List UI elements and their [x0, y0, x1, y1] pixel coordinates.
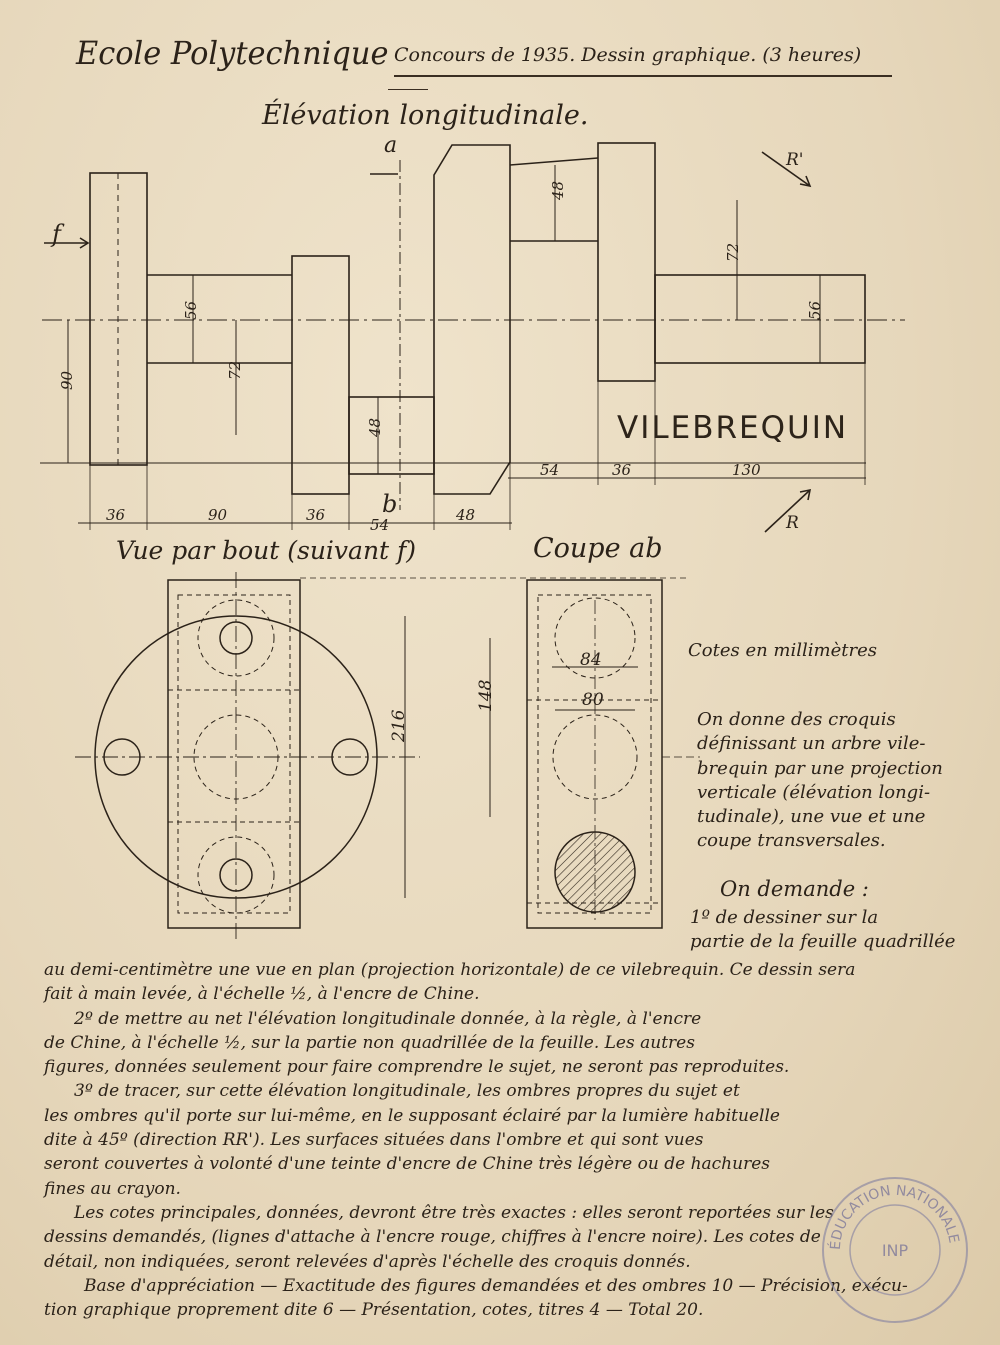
light-arrowhead-r: [799, 488, 812, 501]
body-line: Les cotes principales, données, devront …: [74, 1202, 834, 1223]
dim-90-bottom: 90: [208, 506, 228, 524]
library-stamp: ÉDUCATION NATIONALE INP: [822, 1177, 968, 1323]
journal-top: [509, 157, 599, 166]
mark-r-prime: R': [785, 150, 803, 170]
light-arrow-r: [764, 489, 811, 533]
dim-48-bottom: 48: [455, 506, 475, 524]
dim-130: 130: [732, 461, 761, 479]
body-line: fines au crayon.: [44, 1178, 181, 1199]
part-name: VILEBREQUIN: [617, 410, 849, 446]
elevation-view: [40, 142, 905, 533]
right-shaft: [654, 274, 866, 364]
body-line: de Chine, à l'échelle ½, sur la partie n…: [44, 1032, 695, 1053]
dim-48-mid: 48: [366, 418, 384, 438]
section-upper-circle: [554, 597, 636, 679]
section-hidden: [537, 594, 652, 914]
end-view-lower-pin: [197, 836, 275, 914]
intro-line: coupe transversales.: [697, 830, 886, 852]
dim-54-bottom: 54: [370, 516, 389, 534]
item1-line: 1º de dessiner sur la: [690, 907, 879, 928]
intro-line: On donne des croquis: [697, 709, 896, 730]
item1-line: partie de la feuille quadrillée: [690, 931, 956, 953]
body-line: seront couvertes à volonté d'une teinte …: [44, 1154, 770, 1175]
end-view-web: [167, 579, 301, 929]
dim-84: 84: [580, 650, 602, 670]
section-outline: [526, 579, 663, 929]
elevation-title: Élévation longitudinale.: [262, 100, 589, 131]
school-title: Ecole Polytechnique: [76, 34, 389, 72]
dim-54-right: 54: [540, 461, 559, 479]
mark-r: R: [785, 513, 799, 533]
body-line: 3º de tracer, sur cette élévation longit…: [74, 1081, 740, 1102]
title-divider: [388, 89, 428, 90]
dim-48-top: 48: [549, 181, 567, 201]
body-line: fait à main levée, à l'échelle ½, à l'en…: [44, 984, 480, 1005]
end-view-title: Vue par bout (suivant f): [116, 536, 417, 565]
dim-36-a: 36: [106, 506, 126, 524]
dim-80: 80: [582, 690, 604, 710]
right-collar: [597, 142, 656, 382]
body-line: les ombres qu'il porte sur lui-même, en …: [44, 1105, 780, 1126]
dim-216: 216: [389, 709, 409, 743]
body-line: détail, non indiquées, seront relevées d…: [44, 1251, 691, 1272]
section-dimensions: 148 84 80: [476, 650, 604, 712]
dim-72-left: 72: [226, 361, 244, 380]
contest-title: Concours de 1935. Dessin graphique. (3 h…: [394, 44, 862, 66]
section-mid-circle: [552, 714, 638, 800]
body-line: 2º de mettre au net l'élévation longitud…: [74, 1008, 702, 1029]
body-line: dessins demandés, (lignes d'attache à l'…: [44, 1227, 821, 1248]
body-line: tion graphique proprement dite 6 — Prése…: [44, 1300, 704, 1321]
crankpin: [348, 396, 435, 475]
intro-text: On donne des croquis définissant un arbr…: [697, 708, 943, 854]
light-arrow-r-prime: [761, 151, 811, 187]
body-line: Base d'appréciation — Exactitude des fig…: [84, 1275, 908, 1296]
body-line: au demi-centimètre une vue en plan (proj…: [44, 960, 856, 980]
dim-36-right: 36: [612, 461, 632, 479]
instructions-body: au demi-centimètre une vue en plan (proj…: [44, 958, 908, 1322]
end-view-upper-pin: [197, 599, 275, 677]
elevation-dimensions: 48 72 56 56 72 90 48 54 36 130 36 90 36 …: [50, 133, 824, 534]
body-line: figures, données seulement pour faire co…: [44, 1057, 790, 1078]
dim-72-right: 72: [724, 243, 742, 262]
item1-text: 1º de dessiner sur la partie de la feuil…: [690, 906, 955, 955]
section-view: [489, 579, 700, 929]
mark-b: b: [382, 490, 397, 518]
body-line: dite à 45º (direction RR'). Les surfaces…: [44, 1130, 704, 1151]
light-arrowhead-r-prime: [799, 175, 812, 188]
section-view-title: Coupe ab: [533, 533, 663, 564]
dim-56-left: 56: [182, 300, 200, 320]
left-web: [291, 255, 350, 495]
header-underline: [394, 75, 892, 77]
dim-90: 90: [58, 370, 76, 390]
stamp-mark: INP: [882, 1241, 909, 1260]
mark-a: a: [384, 133, 397, 158]
demande-heading: On demande :: [720, 877, 869, 901]
dim-36-b: 36: [306, 506, 326, 524]
intro-line: tudinale), une vue et une: [697, 806, 926, 828]
end-view-hidden: [177, 594, 291, 914]
dim-148: 148: [476, 679, 496, 712]
f-arrowhead: [79, 237, 90, 249]
end-view: [75, 572, 690, 940]
intro-line: définissant un arbre vile-: [697, 733, 926, 755]
units-note: Cotes en millimètres: [688, 640, 877, 661]
intro-line: brequin par une projection: [697, 757, 943, 779]
dim-56-right: 56: [806, 300, 824, 320]
intro-line: verticale (élévation longi-: [697, 781, 931, 803]
